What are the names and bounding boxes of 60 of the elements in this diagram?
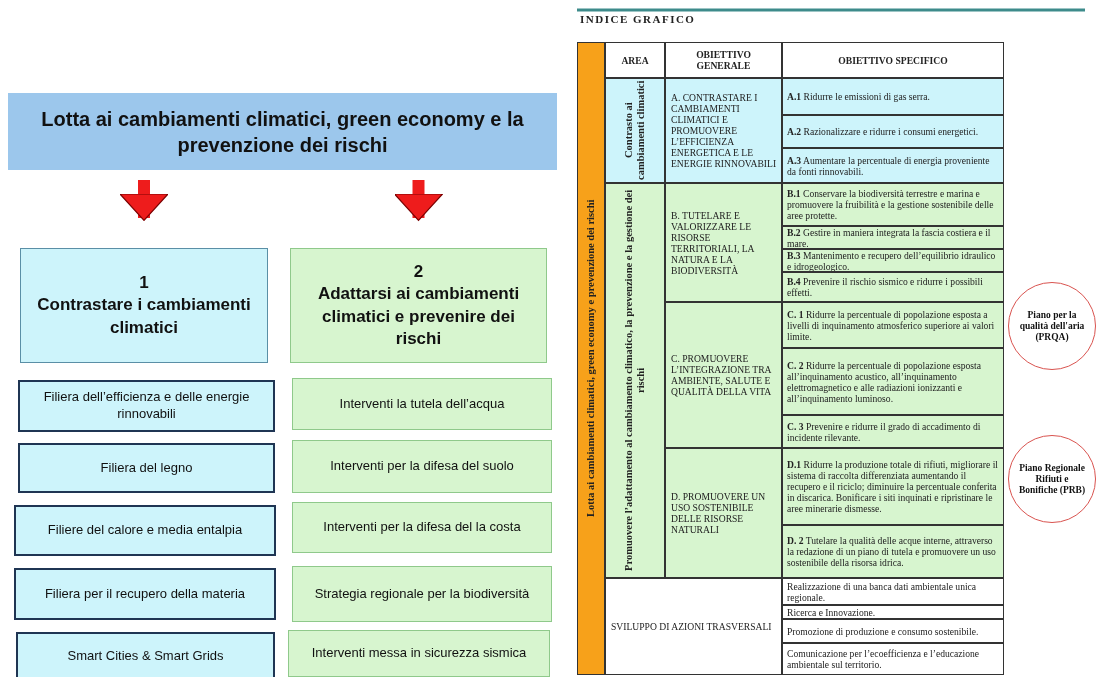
item-box [292,440,552,493]
box-text: Interventi la tutela dell’acqua [339,395,505,413]
row-header: Promuovere l’adattamento al cambiamento climatico, la prevenzione e la gestione dei rischi [605,183,665,578]
box-text: Filiere del calore e media entalpia [47,522,243,539]
number-label: 2 [413,261,424,284]
item-box [16,632,275,677]
box-text: Interventi per la difesa del la costa [323,519,521,536]
table-cell: B.1 Conservare la biodiversità terrestre e marina e promuovere la fruibilità e la gestione sostenibile delle aree protette. [782,183,1004,226]
item-box [292,502,552,553]
box-text: Contrastare i cambiamenti climatici [36,294,252,339]
item-box [288,630,550,677]
column-header: AREA [605,42,665,78]
table-cell: C. 2 Ridurre la percentuale di popolazione esposta all’inquinamento acustico, all’inquinamento elettromagnetico e alle radiazioni ionizzanti e all’inquinamento luminoso. [782,348,1004,415]
table-cell: A. CONTRASTARE I CAMBIAMENTI CLIMATICI E PROMUOVERE L’EFFICIENZA ENERGETICA E LE ENERGIE RINNOVABILI [665,78,782,183]
table-cell: A.1 Ridurre le emissioni di gas serra. [782,78,1004,115]
box-text: Adattarsi ai cambiamenti climatici e prevenire dei rischi [316,283,521,350]
box-text: Piano per la qualità dell'aria (PRQA) [1018,309,1086,343]
table-cell: C. 1 Ridurre la percentuale di popolazione esposta a livelli di inquinamento atmosferico superiore ai valori limite. [782,302,1004,348]
table-cell: A.2 Razionalizzare e ridurre i consumi energetici. [782,115,1004,148]
item-box [292,566,552,622]
table-cell: Promozione di produzione e consumo sostenibile. [782,619,1004,643]
box-text: Interventi messa in sicurezza sismica [311,645,527,662]
table-cell: B.2 Gestire in maniera integrata la fascia costiera e il mare. [782,226,1004,249]
box-text: Lotta ai cambiamenti climatici, green economy e la prevenzione dei rischi [40,106,525,158]
arrow [119,180,169,221]
item-box [18,380,275,432]
box-text: Piano Regionale Rifiuti e Bonifiche (PRB) [1017,462,1087,496]
box-text: Interventi per la difesa del suolo [330,458,514,475]
table-cell: D.1 Ridurre la produzione totale di rifiuti, migliorare il sistema di raccolta differenziata aumentando il recupero e il riciclo; diminuire la percentuale conferita in discarica. Bonificare i siti inquinati e ripristinare le aree minerarie dismesse. [782,448,1004,525]
item-box [292,378,552,430]
table-cell: D. 2 Tutelare la qualità delle acque interne, attraverso la redazione di un piano di tutela e promuovere un uso sostenibile della risorsa idrica. [782,525,1004,578]
table-cell: Comunicazione per l’ecoefficienza e l’educazione ambientale sul territorio. [782,643,1004,675]
table-cell: D. PROMUOVERE UN USO SOSTENIBILE DELLE RISORSE NATURALI [665,448,782,578]
box-text: Filiera dell’efficienza e delle energie rinnovabili [42,389,251,423]
box-text: Filiera del legno [100,459,193,477]
item-box [14,505,276,556]
table-cell: B. TUTELARE E VALORIZZARE LE RISORSE TERRITORIALI, LA NATURA E LA BIODIVERSITÀ [665,183,782,302]
item-box [18,443,275,493]
column-header: OBIETTIVO GENERALE [665,42,782,78]
row-header: Contrasto ai cambiamenti climatici [605,78,665,183]
table-cell: A.3 Aumentare la percentuale di energia proveniente da fonti rinnovabili. [782,148,1004,183]
table-cell: C. PROMUOVERE L’INTEGRAZIONE TRA AMBIENTE, SALUTE E QUALITÀ DELLA VITA [665,302,782,448]
row-header: Lotta ai cambiamenti climatici, green economy e prevenzione dei rischi [577,42,605,675]
table-cell: C. 3 Prevenire e ridurre il grado di accadimento di incidente rilevante. [782,415,1004,448]
table-cell: SVILUPPO DI AZIONI TRASVERSALI [605,578,782,675]
table-cell: Ricerca e Innovazione. [782,605,1004,619]
title: INDICE GRAFICO [580,13,696,25]
table-cell: B.4 Prevenire il rischio sismico e ridurre i possibili effetti. [782,272,1004,302]
category-box [290,248,547,363]
box-text: Smart Cities & Smart Grids [67,647,224,665]
column-header: OBIETTIVO SPECIFICO [782,42,1004,78]
item-box [14,568,276,620]
title-banner [8,93,557,170]
table-cell: B.3 Mantenimento e recupero dell’equilibrio idraulico e idrogeologico. [782,249,1004,272]
number-label: 1 [139,272,149,295]
box-text: Strategia regionale per la biodiversità [314,585,530,603]
category-box [20,248,268,363]
box-text: Filiera per il recupero della materia [44,585,246,603]
table-cell: Realizzazione di una banca dati ambientale unica regionale. [782,578,1004,605]
arrow [393,180,444,221]
